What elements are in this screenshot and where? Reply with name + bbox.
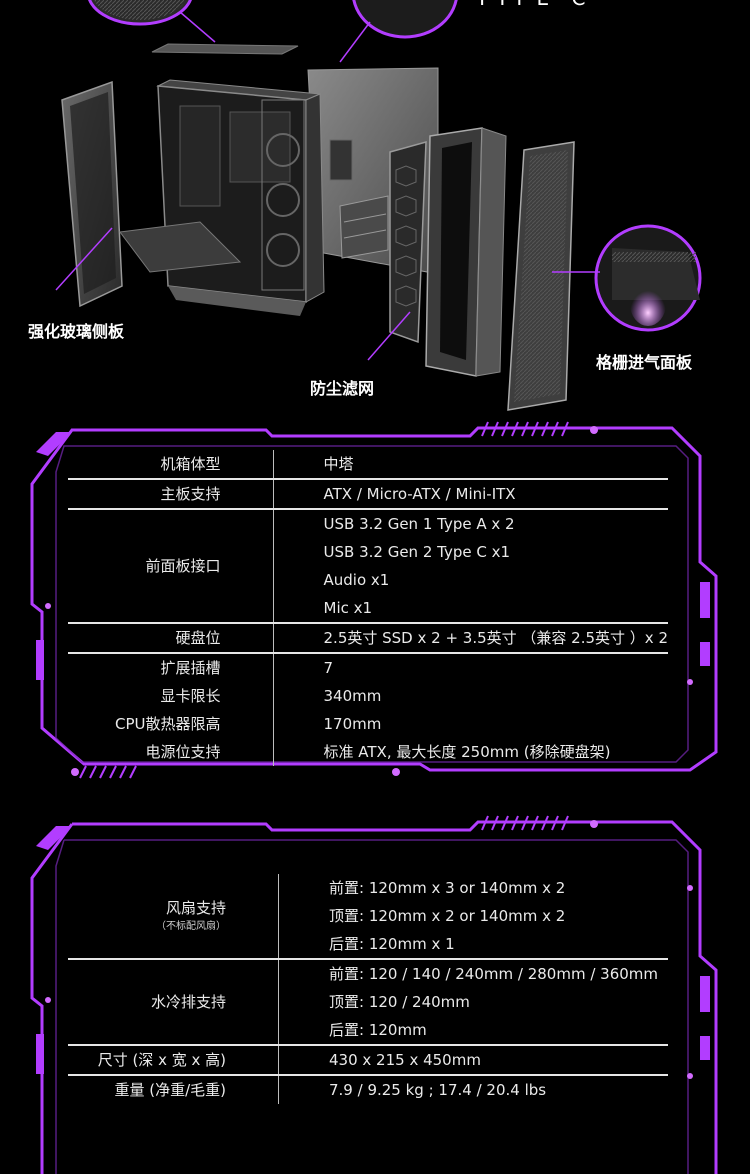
table-row: 后置: 120mm [68, 1016, 668, 1045]
table-row: 硬盘位 2.5英寸 SSD x 2 + 3.5英寸 （兼容 2.5英寸 ）x 2 [68, 622, 668, 653]
spec-key-motherboard: 主板支持 [68, 478, 274, 509]
label-dust-filter: 防尘滤网 [310, 379, 375, 398]
spec-key-gpu-length: 显卡限长 [68, 682, 274, 710]
spec-value-dimensions: 430 x 215 x 450mm [278, 1044, 668, 1075]
spec-value-expansion-slots: 7 [273, 652, 668, 682]
spec-key-fan-support-label: 风扇支持 [165, 899, 226, 917]
spec-value-weight: 7.9 / 9.25 kg ; 17.4 / 20.4 lbs [278, 1074, 668, 1104]
spec-value-motherboard: ATX / Micro-ATX / Mini-ITX [273, 478, 668, 509]
table-row: 电源位支持 标准 ATX, 最大长度 250mm (移除硬盘架) [68, 738, 668, 766]
spec-key-drive-bays: 硬盘位 [68, 622, 274, 653]
label-grille-panel: 格栅进气面板 [596, 353, 693, 372]
spec-key-dimensions: 尺寸 (深 x 宽 x 高) [68, 1044, 279, 1075]
spec-value-case-type: 中塔 [323, 455, 354, 473]
spec-value-radiator-top: 顶置: 120 / 240mm [329, 993, 470, 1011]
spec-key-expansion-slots: 扩展插槽 [68, 652, 274, 682]
table-row: 主板支持 ATX / Micro-ATX / Mini-ITX [68, 478, 668, 509]
table-row: 顶置: 120mm x 2 or 140mm x 2 [68, 902, 668, 930]
spec-value-fan-rear: 后置: 120mm x 1 [329, 935, 455, 953]
spec-key-weight: 重量 (净重/毛重) [68, 1074, 279, 1104]
spec-note-no-fan-included: （不标配风扇） [156, 921, 226, 932]
spec-key-cpu-cooler-height: CPU散热器限高 [68, 710, 274, 738]
zoom-circle-rgb-detail [594, 224, 702, 332]
spec-value-fan-front: 前置: 120mm x 3 or 140mm x 2 [329, 879, 566, 897]
table-row: 尺寸 (深 x 宽 x 高) 430 x 215 x 450mm [68, 1044, 668, 1075]
spec-value-front-io-3: Audio x1 [323, 571, 390, 589]
spec-value-drive-bays: 2.5英寸 SSD x 2 + 3.5英寸 （兼容 2.5英寸 ）x 2 [273, 622, 668, 653]
zoom-circle-top-left [88, 0, 192, 26]
table-row: 重量 (净重/毛重) 7.9 / 9.25 kg ; 17.4 / 20.4 l… [68, 1074, 668, 1104]
table-row: Mic x1 [68, 594, 668, 623]
spec-frame-2 [30, 815, 718, 1174]
main-chassis [156, 79, 325, 316]
spec-value-fan-top: 顶置: 120mm x 2 or 140mm x 2 [329, 907, 566, 925]
table-row: USB 3.2 Gen 2 Type C x1 [68, 538, 668, 566]
spec-value-radiator-front: 前置: 120 / 140 / 240mm / 280mm / 360mm [278, 958, 668, 988]
spec-key-fan-support: 风扇支持 （不标配风扇） [68, 874, 279, 959]
table-row: 机箱体型 中塔 [68, 450, 668, 479]
glass-side-panel [61, 80, 123, 308]
hero-title-fragment: TYPE C [476, 0, 593, 10]
spec-table-2: 风扇支持 （不标配风扇） 前置: 120mm x 3 or 140mm x 2 … [68, 874, 668, 1104]
spec-value-front-io-4: Mic x1 [323, 599, 373, 617]
table-row: 扩展插槽 7 [68, 652, 668, 682]
spec-key-psu-support: 电源位支持 [68, 738, 274, 766]
exploded-case-illustration [55, 0, 702, 411]
spec-key-radiator-support: 水冷排支持 [68, 958, 279, 1045]
spec-key-front-io: 前面板接口 [68, 508, 274, 623]
spec-value-psu-support: 标准 ATX, 最大长度 250mm (移除硬盘架) [323, 743, 611, 761]
spec-value-front-io-1: USB 3.2 Gen 1 Type A x 2 [273, 508, 668, 538]
zoom-circle-top-center [352, 0, 458, 39]
table-row: CPU散热器限高 170mm [68, 710, 668, 738]
front-frame [425, 127, 507, 377]
dust-filter-panel [389, 141, 427, 344]
table-row: 水冷排支持 前置: 120 / 140 / 240mm / 280mm / 36… [68, 958, 668, 1045]
spec-key-case-type: 机箱体型 [68, 450, 274, 479]
grille-front-panel [507, 141, 575, 411]
table-row: 后置: 120mm x 1 [68, 930, 668, 959]
table-row: 前面板接口 USB 3.2 Gen 1 Type A x 2 [68, 508, 668, 623]
table-row: 顶置: 120 / 240mm [68, 988, 668, 1016]
table-row: 显卡限长 340mm [68, 682, 668, 710]
spec-value-gpu-length: 340mm [323, 687, 382, 705]
spec-frame-1 [30, 421, 718, 779]
label-glass-panel: 强化玻璃侧板 [28, 322, 125, 341]
hero-section: TYPE C 强化玻璃侧板 防尘滤网 格栅进气面板 [0, 0, 750, 420]
table-row: 风扇支持 （不标配风扇） 前置: 120mm x 3 or 140mm x 2 [68, 874, 668, 959]
spec-table-1: 机箱体型 中塔 主板支持 ATX / Micro-ATX / Mini-ITX … [68, 450, 668, 766]
spec-value-radiator-rear: 后置: 120mm [329, 1021, 427, 1039]
table-row: Audio x1 [68, 566, 668, 594]
spec-value-cpu-cooler-height: 170mm [323, 715, 382, 733]
spec-value-front-io-2: USB 3.2 Gen 2 Type C x1 [323, 543, 511, 561]
